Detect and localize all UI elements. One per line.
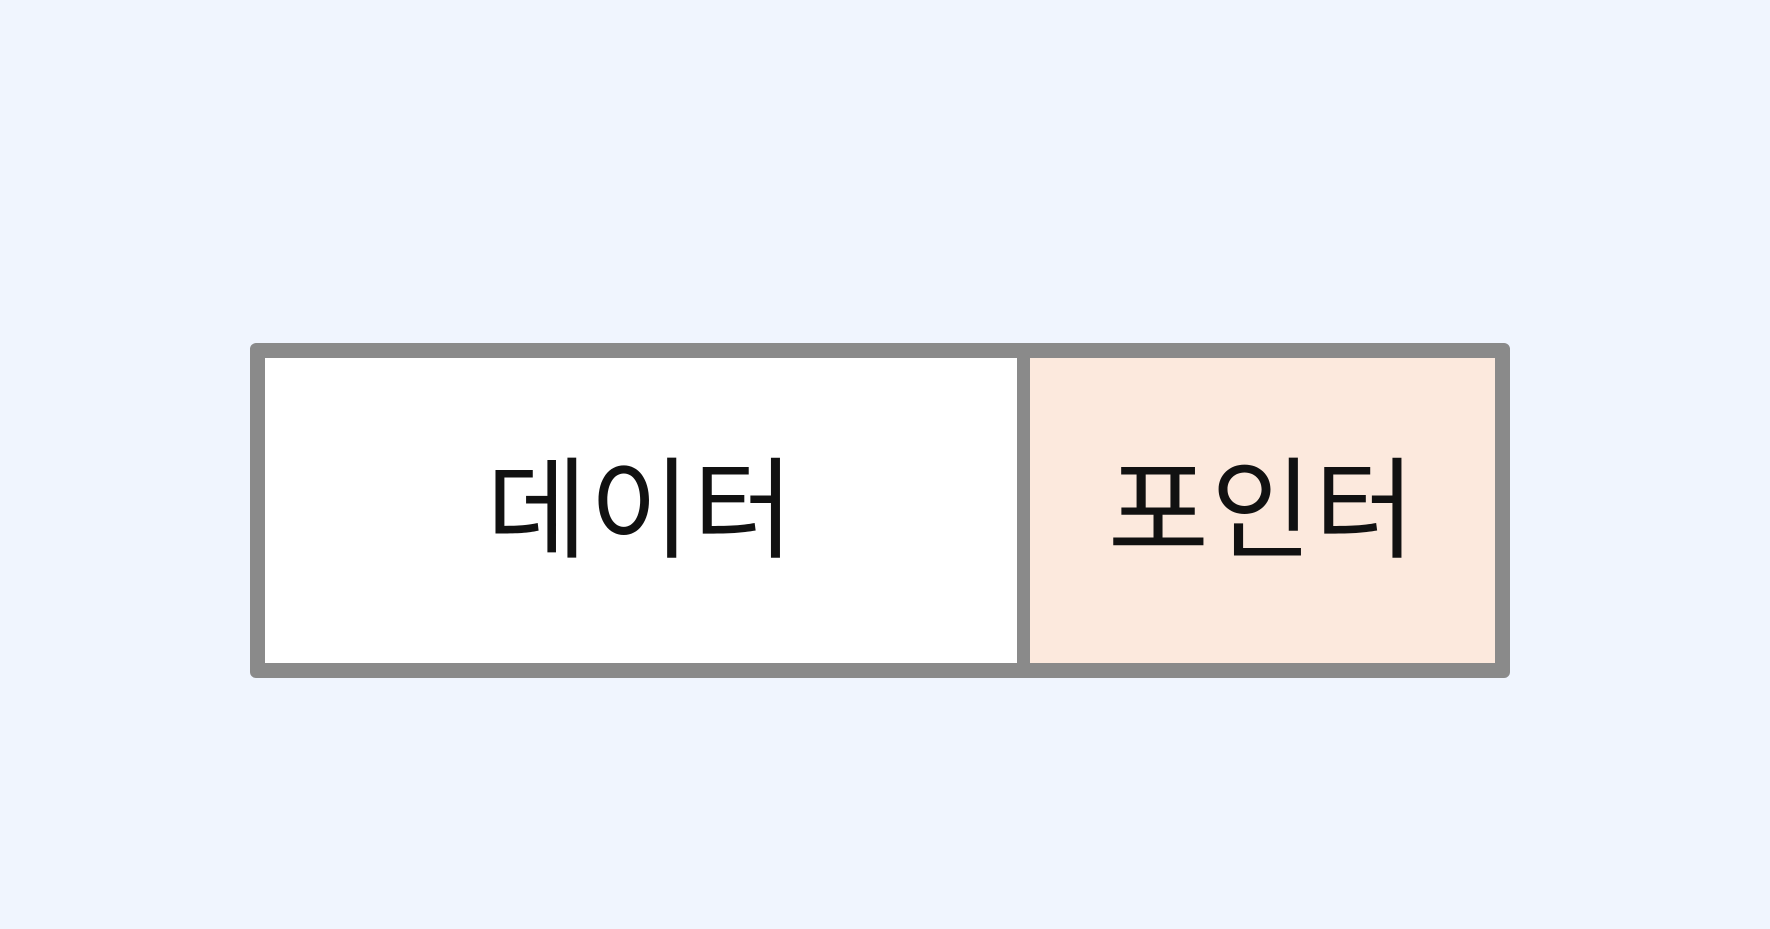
field-divider <box>1017 358 1030 663</box>
linked-list-node: 데이터 포인터 <box>250 343 1510 678</box>
data-field-label: 데이터 <box>486 446 796 575</box>
pointer-field-label: 포인터 <box>1107 446 1418 575</box>
pointer-field: 포인터 <box>1030 358 1495 663</box>
data-field: 데이터 <box>265 358 1017 663</box>
